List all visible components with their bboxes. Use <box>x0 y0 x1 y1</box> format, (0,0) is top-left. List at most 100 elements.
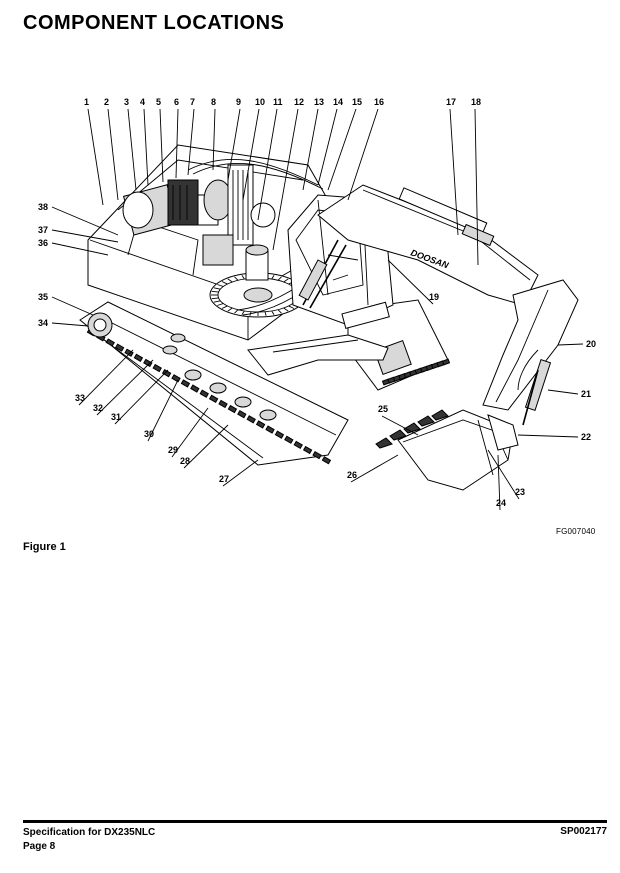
bearing-tooth <box>277 309 282 314</box>
arm <box>482 279 579 411</box>
excavator-figure: DOOSAN <box>18 90 608 530</box>
callout-leader-36 <box>51 242 109 256</box>
track-shoe <box>246 415 256 424</box>
callout-leader-12 <box>272 108 299 251</box>
track-shoe <box>161 369 172 378</box>
footer-rule <box>23 820 607 823</box>
callout-leader-25 <box>381 415 419 436</box>
footer-page-line: Page 8 <box>23 841 56 852</box>
callout-leader-30 <box>147 379 179 442</box>
cooling-components <box>202 164 276 266</box>
callout-leader-3 <box>127 108 137 191</box>
bearing-tooth <box>288 305 295 309</box>
callout-leader-22 <box>517 434 579 438</box>
callout-leader-37 <box>51 229 119 243</box>
track-shoe <box>255 420 266 429</box>
callout-leader-13 <box>302 108 319 191</box>
track-shoe <box>114 343 125 352</box>
callout-22: 22 <box>581 432 591 442</box>
track-shoe <box>321 456 332 465</box>
callout-5: 5 <box>156 97 161 107</box>
callout-leader-19 <box>387 259 434 305</box>
callout-leader-4 <box>143 108 149 186</box>
callout-6: 6 <box>174 97 179 107</box>
callout-15: 15 <box>352 97 362 107</box>
callout-leader-35 <box>51 296 94 316</box>
footer-doc-code: SP002177 <box>560 826 607 837</box>
boom-cylinder <box>298 239 347 309</box>
callout-19: 19 <box>429 292 439 302</box>
callout-leader-11 <box>257 108 278 221</box>
footer-left: Specification for DX235NLC Page 8 <box>23 826 155 854</box>
callout-leader-1 <box>87 108 104 206</box>
callout-30: 30 <box>144 429 154 439</box>
bearing-tooth <box>241 310 245 315</box>
callout-leader-6 <box>175 108 179 179</box>
callout-leader-2 <box>107 108 119 201</box>
callout-16: 16 <box>374 97 384 107</box>
bearing-tooth <box>217 303 224 306</box>
callout-14: 14 <box>333 97 343 107</box>
callout-27: 27 <box>219 474 229 484</box>
bearing-tooth <box>217 284 224 287</box>
callout-24: 24 <box>496 498 506 508</box>
track-shoe <box>199 389 209 398</box>
callout-3: 3 <box>124 97 129 107</box>
bucket-tooth <box>403 422 421 434</box>
callout-leader-5 <box>159 108 164 183</box>
track-shoe <box>143 358 153 368</box>
track-shoe <box>284 435 294 444</box>
callout-36: 36 <box>38 238 48 248</box>
arm-cylinder <box>398 187 495 247</box>
bearing-tooth <box>234 276 239 281</box>
callout-leader-34 <box>51 322 89 327</box>
excavator-illustration: DOOSAN <box>38 97 596 511</box>
track-shoe <box>218 399 228 409</box>
track-rollers <box>162 333 277 421</box>
callout-35: 35 <box>38 292 48 302</box>
track-shoe <box>105 338 115 347</box>
callout-10: 10 <box>255 97 265 107</box>
callout-leader-38 <box>51 206 119 236</box>
callout-21: 21 <box>581 389 591 399</box>
callout-leader-9 <box>227 108 241 181</box>
callout-13: 13 <box>314 97 324 107</box>
track-shoe <box>274 430 285 439</box>
bucket <box>375 409 519 491</box>
callout-20: 20 <box>586 339 596 349</box>
callout-leader-14 <box>317 108 338 186</box>
bearing-tooth <box>241 275 245 280</box>
callout-leader-23 <box>487 449 520 500</box>
track-shoe <box>227 404 238 414</box>
callout-11: 11 <box>273 97 283 107</box>
callout-leader-28 <box>183 424 229 469</box>
callout-7: 7 <box>190 97 195 107</box>
bearing-tooth <box>221 305 228 309</box>
figure-caption: Figure 1 <box>23 541 66 553</box>
track-shoe <box>190 384 200 393</box>
bucket-tooth <box>389 429 407 441</box>
callout-leader-15 <box>327 108 357 191</box>
figure-code: FG007040 <box>556 527 596 536</box>
callout-25: 25 <box>378 404 388 414</box>
callout-26: 26 <box>347 470 357 480</box>
page-title: COMPONENT LOCATIONS <box>23 12 285 34</box>
bucket-tooth <box>431 409 449 421</box>
bearing-tooth <box>277 276 282 281</box>
callout-leader-16 <box>347 108 379 201</box>
bearing-tooth <box>221 281 228 285</box>
bucket-cylinder <box>522 359 552 426</box>
callout-leader-24 <box>497 454 501 511</box>
callout-38: 38 <box>38 202 48 212</box>
callout-4: 4 <box>140 97 145 107</box>
callout-32: 32 <box>93 403 103 413</box>
callout-leader-32 <box>96 359 154 416</box>
callout-leader-31 <box>114 369 169 425</box>
bearing-tooth <box>271 310 275 315</box>
callout-leader-26 <box>350 454 399 483</box>
track-shoe <box>152 363 162 373</box>
bucket-tooth <box>417 415 435 427</box>
callout-31: 31 <box>111 412 121 422</box>
callout-leader-18 <box>474 108 479 266</box>
bearing-tooth <box>211 297 219 300</box>
